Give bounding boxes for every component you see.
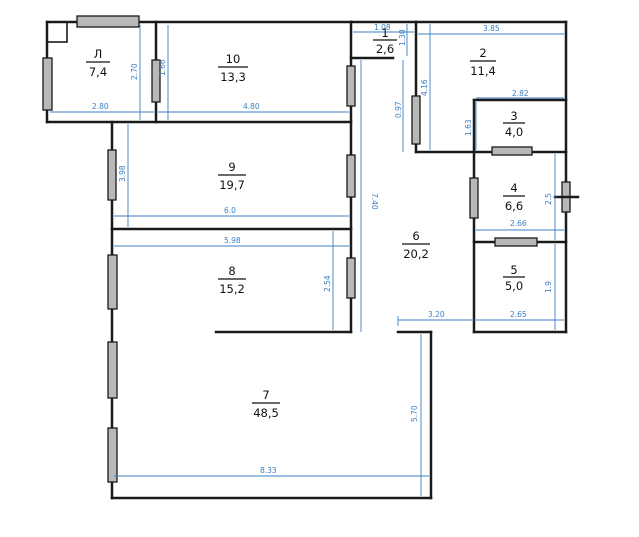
room-4-area: 6,6 [505,199,523,213]
room-8-area: 15,2 [219,282,245,296]
window-balcony-top [76,15,140,28]
room-10-id: 10 [226,52,241,66]
window-room9-left [107,149,117,201]
room-3-area: 4,0 [505,125,523,139]
room-5-id: 5 [510,263,517,277]
room-3-id: 3 [510,109,517,123]
dimension-lines: 2.80 2.70 4.80 1.66 1.08 1.30 3.85 4.16 … [50,23,564,496]
dim-hall-width: 3.20 [428,310,445,319]
room-balcony-id: Л [94,47,103,61]
room-9-id: 9 [228,160,235,174]
window-room2-left [411,95,421,145]
window-room5-top [494,237,538,247]
window-room10-left [151,59,161,103]
room-6-area: 20,2 [403,247,429,261]
dim-room8-height: 2.54 [323,275,332,292]
window-room10-right [346,65,356,107]
dim-room3-width: 2.82 [512,89,529,98]
dim-balcony-height: 2.70 [130,63,139,80]
dim-room4-height: 2.5 [544,193,553,205]
dim-room2-width: 3.85 [483,24,500,33]
dim-room10-width: 4.80 [243,102,260,111]
window-balcony-left [42,57,53,111]
window-room7-3 [107,427,118,483]
dim-room10-height: 1.66 [158,59,167,76]
dim-room9-width: 6.0 [224,206,236,215]
dim-room1-width: 1.08 [374,23,391,32]
dim-room2-height: 4.16 [420,79,429,96]
room-balcony-area: 7,4 [89,65,107,79]
room-labels: Л 7,4 10 13,3 1 2,6 2 11,4 3 4,0 4 6,6 5… [86,26,525,420]
walls [45,20,568,500]
window-room8-right [346,257,356,299]
dim-room7-height: 5.70 [410,405,419,422]
room-2-area: 11,4 [470,64,496,78]
dim-room8-width: 5.98 [224,236,241,245]
dim-room7-width: 8.33 [260,466,277,475]
dim-room5-width: 2.65 [510,310,527,319]
windows [42,15,580,483]
room-5-area: 5,0 [505,279,523,293]
room-7-area: 48,5 [253,406,279,420]
dim-hall-short: 0.97 [394,101,403,118]
dim-hall-height: 7.40 [370,193,379,210]
room-9-area: 19,7 [219,178,245,192]
dim-room5-height: 1.9 [544,281,553,293]
dim-room3-height: 1.63 [464,119,473,136]
window-room4-left [469,177,479,219]
room-1-id: 1 [381,26,388,40]
room-6-id: 6 [412,229,419,243]
room-7-id: 7 [262,388,269,402]
dim-room9-height: 3.98 [118,165,127,182]
window-room9-right [346,154,356,198]
dim-room4-width: 2.66 [510,219,527,228]
room-8-id: 8 [228,264,235,278]
room-4-id: 4 [510,181,517,195]
window-room7-1 [107,254,118,310]
window-room7-2 [107,341,118,399]
dim-room1-height: 1.30 [398,29,407,46]
room-10-area: 13,3 [220,70,246,84]
dim-balcony-width: 2.80 [92,102,109,111]
room-2-id: 2 [479,46,486,60]
room-1-area: 2,6 [376,42,394,56]
window-room3-bottom [491,146,533,156]
